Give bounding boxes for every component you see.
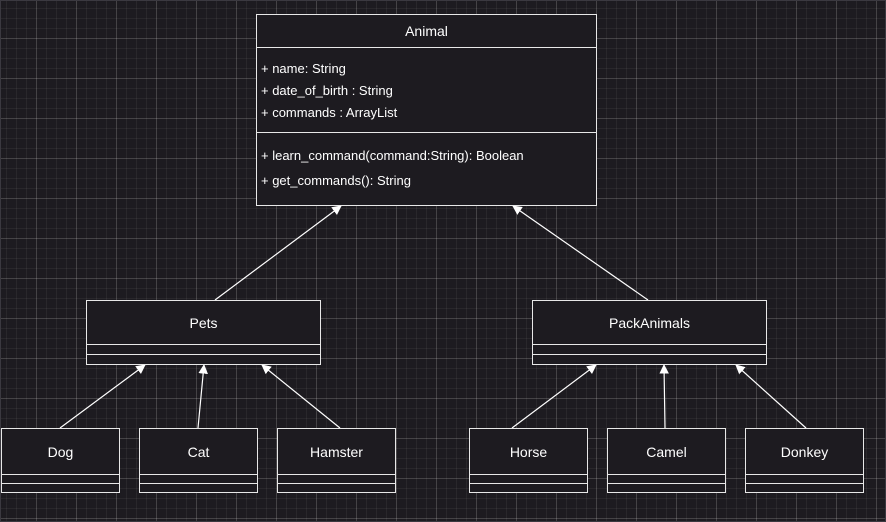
attributes-section: [470, 474, 587, 483]
operations-section: [608, 483, 725, 492]
class-name: Pets: [189, 314, 218, 331]
edge-packanimals-animal: [512, 205, 649, 301]
attribute-name: + name: String: [261, 61, 346, 76]
operations-section: [2, 483, 119, 492]
class-name: Horse: [509, 443, 548, 460]
class-cat[interactable]: Cat: [139, 428, 258, 493]
attributes-section: [2, 474, 119, 483]
operations-section: [140, 483, 257, 492]
edge-dog-pets: [59, 364, 146, 429]
attributes-section: [746, 474, 863, 483]
operations-section: [470, 483, 587, 492]
class-animal[interactable]: Animal + name: String + date_of_birth : …: [256, 14, 597, 206]
operations-section: [746, 483, 863, 492]
class-dog[interactable]: Dog: [1, 428, 120, 493]
operation-learn-command: + learn_command(command:String): Boolean: [261, 148, 524, 163]
edge-camel-packanimals: [659, 364, 669, 429]
attributes-section: [140, 474, 257, 483]
attribute-date-of-birth: + date_of_birth : String: [261, 83, 393, 98]
operations-section: [278, 483, 395, 492]
edge-hamster-pets: [261, 364, 341, 429]
attribute-commands: + commands : ArrayList: [261, 105, 398, 120]
class-name: PackAnimals: [609, 314, 690, 331]
class-name: Animal: [405, 23, 448, 39]
class-donkey[interactable]: Donkey: [745, 428, 864, 493]
class-name: Hamster: [310, 443, 363, 460]
operation-get-commands: + get_commands(): String: [261, 173, 411, 188]
edge-donkey-packanimals: [735, 364, 807, 429]
class-name: Camel: [646, 443, 687, 460]
attributes-section: [87, 344, 320, 354]
class-name: Cat: [187, 443, 210, 460]
operations-section: [533, 354, 766, 364]
class-horse[interactable]: Horse: [469, 428, 588, 493]
attributes-section: + name: String + date_of_birth : String …: [257, 47, 596, 132]
attributes-section: [278, 474, 395, 483]
operations-section: [87, 354, 320, 364]
class-name: Dog: [47, 443, 74, 460]
operations-section: + learn_command(command:String): Boolean…: [257, 132, 596, 205]
edge-cat-pets: [197, 364, 208, 429]
attributes-section: [533, 344, 766, 354]
class-hamster[interactable]: Hamster: [277, 428, 396, 493]
class-packanimals[interactable]: PackAnimals: [532, 300, 767, 365]
class-pets[interactable]: Pets: [86, 300, 321, 365]
class-camel[interactable]: Camel: [607, 428, 726, 493]
edge-pets-animal: [214, 205, 342, 301]
attributes-section: [608, 474, 725, 483]
class-name: Donkey: [780, 443, 829, 460]
edge-horse-packanimals: [511, 364, 597, 429]
